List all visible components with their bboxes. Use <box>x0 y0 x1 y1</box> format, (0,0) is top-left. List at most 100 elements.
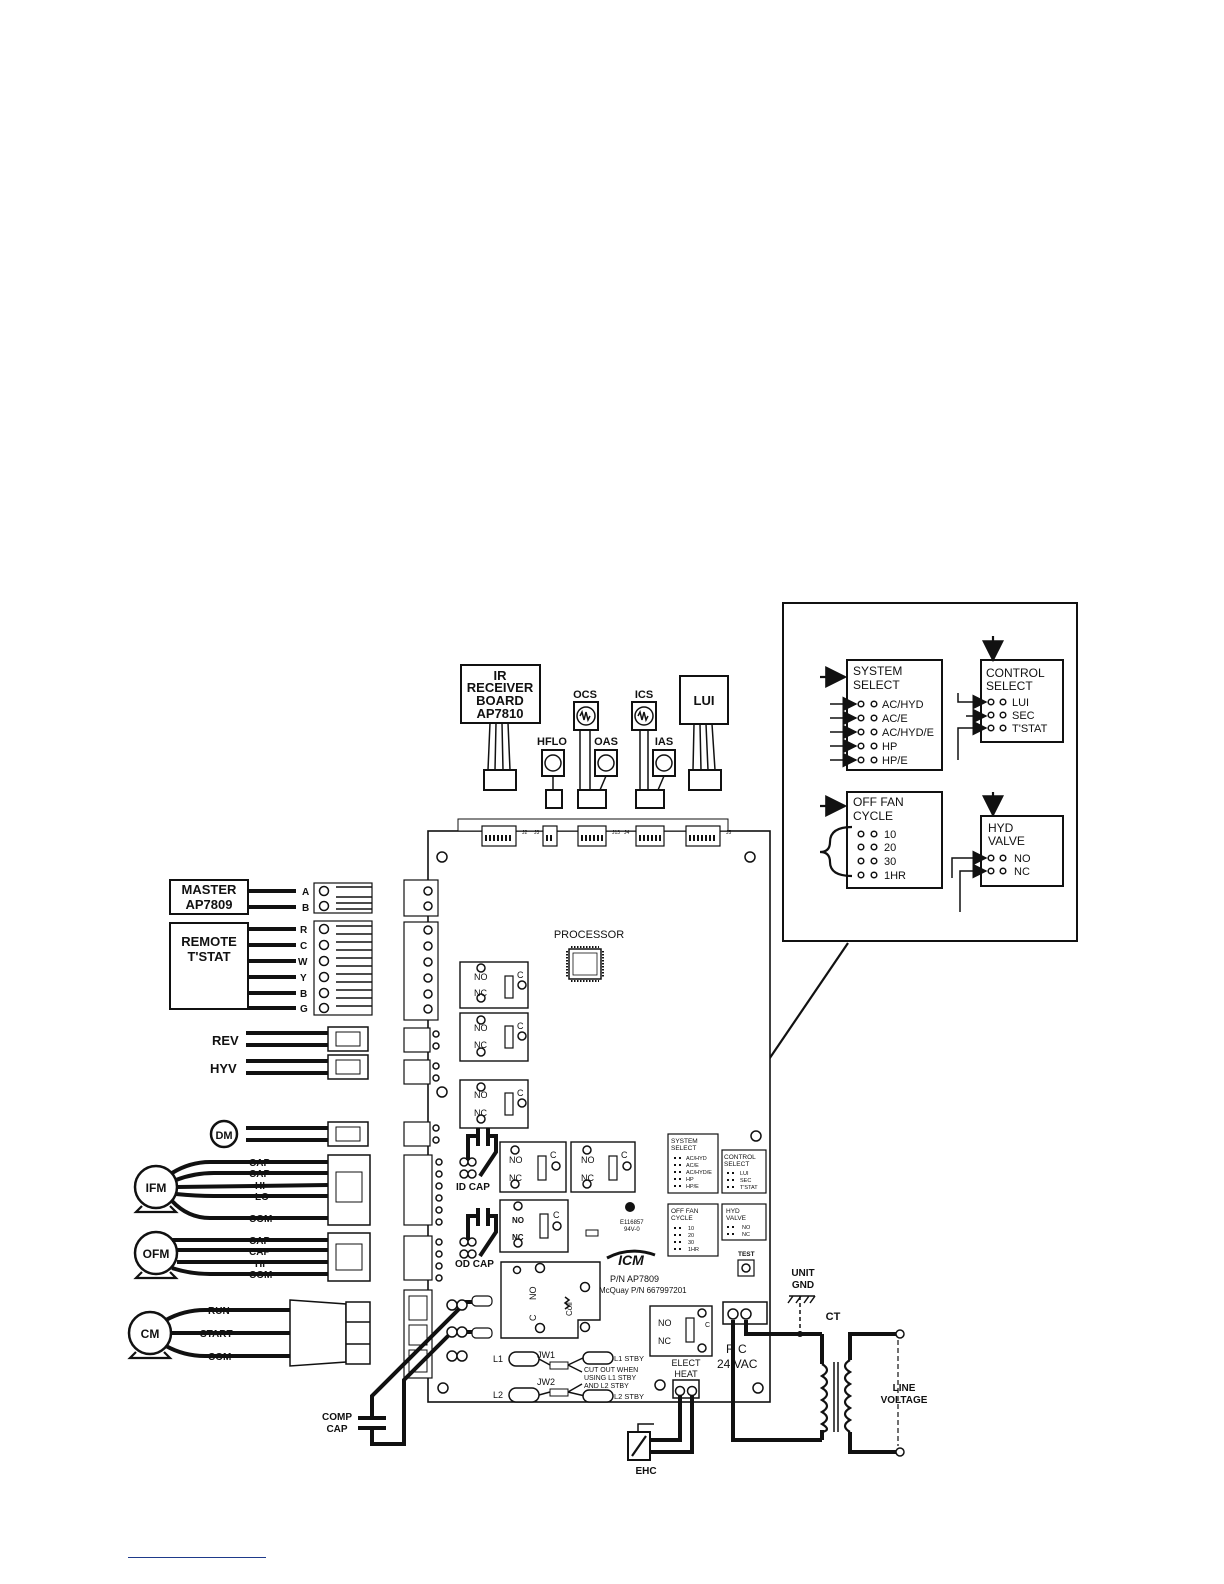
elect-heat-relay: NO NC C <box>649 1305 713 1357</box>
footer-rule <box>128 1557 266 1558</box>
zoom-system-select: SYSTEM SELECT AC/HYD AC/E AC/HYD/E HP HP… <box>820 659 943 771</box>
comp-relay-no: NO <box>528 1287 538 1301</box>
b-hyd-o2: NC <box>742 1232 750 1238</box>
relay-3-no: NO <box>474 1090 488 1100</box>
od-cap-wiring <box>466 1208 498 1258</box>
ir-label-1: IR <box>494 668 508 683</box>
oas-label: OAS <box>594 736 618 748</box>
jw1-label: JW1 <box>537 1350 555 1360</box>
board-hyd-valve-select: HYD VALVE NO NC <box>721 1203 767 1241</box>
compressor-relay: NO C Coil <box>500 1261 601 1339</box>
remote-label-1: REMOTE <box>181 934 237 949</box>
zoom-off-fan-opt-3: 30 <box>884 856 896 868</box>
cutout-note-2: USING L1 STBY <box>584 1375 636 1382</box>
comp-relay-coil: Coil <box>565 1302 574 1316</box>
icm-logo: ICM <box>606 1249 656 1268</box>
zoom-system-opt-3: AC/HYD/E <box>882 727 934 739</box>
lui-box <box>679 675 729 725</box>
hyv-label: HYV <box>210 1061 237 1076</box>
zoom-off-fan-title-2: CYCLE <box>853 809 893 823</box>
zoom-hyd-title-2: VALVE <box>988 834 1025 848</box>
relay-5-c: C <box>621 1150 628 1160</box>
ifm-motor: IFM CAP CAP HI LO COM <box>133 1154 371 1226</box>
zoom-off-fan-opt-2: 20 <box>884 842 896 854</box>
od-cap-label: OD CAP <box>455 1259 494 1270</box>
zoom-hyd-valve: HYD VALVE NO NC <box>951 792 1064 912</box>
ul-rating: 94V-0 <box>624 1227 640 1233</box>
zoom-system-opt-5: HP/E <box>882 755 908 767</box>
ul-mark: E116857 94V-0 <box>620 1202 644 1233</box>
b-ctl-o1: LUI <box>740 1171 749 1177</box>
test-label: TEST <box>738 1251 755 1258</box>
eh-relay-c: C <box>705 1322 710 1329</box>
zoom-off-fan-cycle: OFF FAN CYCLE 10 20 30 1HR <box>819 791 943 889</box>
vac-label: 24 VAC <box>717 1357 758 1371</box>
eh-relay-nc: NC <box>658 1336 671 1346</box>
ics-label: ICS <box>635 689 653 701</box>
ocs-label: OCS <box>573 689 597 701</box>
b-sys-t1: SYSTEM <box>671 1138 698 1145</box>
remote-term-r: R <box>300 925 308 936</box>
dm-label: DM <box>215 1130 232 1142</box>
remote-label-2: T'STAT <box>187 949 230 964</box>
b-hyd-t2: VALVE <box>726 1215 747 1222</box>
ifm-w5: COM <box>249 1214 272 1225</box>
relay-3-c: C <box>517 1088 524 1098</box>
relay-2-nc: NC <box>474 1040 487 1050</box>
zoom-control-select-title-1: CONTROL <box>986 666 1045 680</box>
zoom-hyd-title-1: HYD <box>988 821 1014 835</box>
ofm-w2: CAP <box>249 1247 270 1258</box>
unit-gnd-label-2: GND <box>792 1280 814 1291</box>
rc-label: R C <box>726 1342 747 1356</box>
zoom-system-option-rows <box>830 696 878 768</box>
ofm-w4: COM <box>249 1270 272 1281</box>
pn-label: P/N AP7809 <box>610 1274 659 1284</box>
b-sys-o3: AC/HYD/E <box>686 1170 712 1176</box>
board-system-select: SYSTEM SELECT AC/HYD AC/E AC/HYD/E HP HP… <box>667 1133 719 1194</box>
lui-label: LUI <box>694 693 715 708</box>
cm-motor: CM RUN START COM <box>127 1299 371 1367</box>
remote-term-c: C <box>300 941 307 952</box>
relay-4: NO NC C <box>499 1141 567 1193</box>
relay-6-nc: NC <box>512 1233 524 1242</box>
rev-label: REV <box>212 1033 239 1048</box>
comp-cap-label-1: COMP <box>322 1412 352 1423</box>
line-voltage-label-1: LINE <box>893 1383 916 1394</box>
elect-heat-label-1: ELECT <box>671 1358 701 1368</box>
ofm-label: OFM <box>143 1247 170 1261</box>
remote-term-w: W <box>298 957 308 968</box>
relay-6-c: C <box>553 1210 560 1220</box>
ifm-w3: HI <box>255 1181 265 1192</box>
relay-1-no: NO <box>474 972 488 982</box>
zoom-panel: SYSTEM SELECT AC/HYD AC/E AC/HYD/E HP HP… <box>782 602 1078 942</box>
conn-id-j2: J2 <box>522 830 528 836</box>
cm-w2: START <box>200 1329 233 1340</box>
comp-cap-label-2: CAP <box>326 1424 347 1435</box>
conn-id-j3: J3 <box>534 830 540 836</box>
conn-id-j4: J4 <box>624 830 630 836</box>
cutout-note-1: CUT OUT WHEN <box>584 1367 638 1374</box>
jw2-label: JW2 <box>537 1377 555 1387</box>
id-cap-wiring <box>466 1128 498 1178</box>
zoom-system-opt-4: HP <box>882 741 897 753</box>
ct-label: CT <box>826 1311 841 1323</box>
comp-cap: COMP CAP <box>322 1295 493 1446</box>
zoom-system-opt-1: AC/HYD <box>882 699 924 711</box>
ofm-w1: CAP <box>249 1236 270 1247</box>
ofm-motor: OFM CAP CAP HI COM <box>133 1230 371 1282</box>
b-sys-o2: AC/E <box>686 1163 699 1169</box>
zoom-off-fan-opt-1: 10 <box>884 829 896 841</box>
zoom-control-opt-3: T'STAT <box>1012 723 1048 735</box>
l1-label: L1 <box>493 1354 503 1364</box>
b-hyd-o1: NO <box>742 1225 751 1231</box>
b-ctl-o2: SEC <box>740 1178 751 1184</box>
zoom-system-opt-2: AC/E <box>882 713 908 725</box>
unit-gnd-label-1: UNIT <box>791 1268 814 1279</box>
hyv-connector: HYV <box>210 1054 369 1080</box>
cm-label: CM <box>141 1327 160 1341</box>
power-section: UNIT GND CT LINE VOLTAGE EHC <box>627 1268 928 1477</box>
zoom-system-select-title-2: SELECT <box>853 678 900 692</box>
ir-label-2: RECEIVER <box>467 680 534 695</box>
dm-motor: DM <box>209 1119 369 1149</box>
conn-id-j5: J5 <box>726 830 732 836</box>
